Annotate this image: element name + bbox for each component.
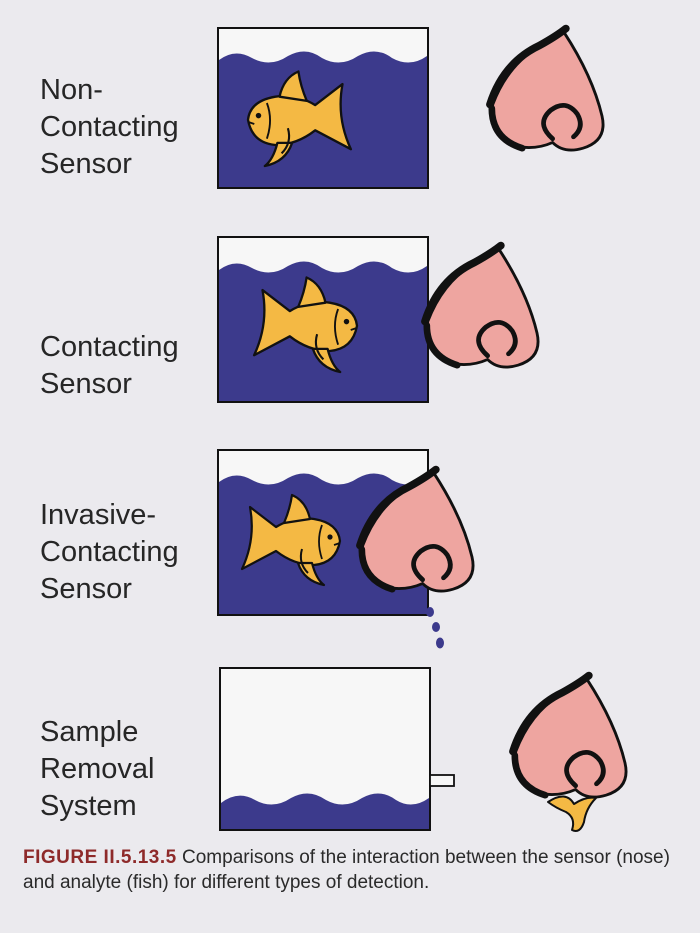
panel-non-contacting bbox=[217, 28, 603, 189]
figure-caption: FIGURE II.5.13.5 Comparisons of the inte… bbox=[23, 845, 688, 895]
figure-id: FIGURE II.5.13.5 bbox=[23, 847, 177, 868]
water-drop-2 bbox=[432, 622, 440, 632]
panel-invasive-contacting bbox=[217, 449, 473, 649]
panel-contacting bbox=[217, 236, 538, 403]
sample-outlet bbox=[429, 774, 455, 787]
label-sample-removal-system: Sample Removal System bbox=[40, 716, 155, 822]
panel-sample-removal bbox=[219, 667, 626, 832]
caption-text: Comparisons of the interaction between t… bbox=[23, 847, 670, 893]
water-4 bbox=[221, 793, 429, 829]
water-drop-3 bbox=[436, 637, 444, 649]
label-non-contacting-sensor: Non- Contacting Sensor bbox=[40, 74, 179, 180]
label-contacting-sensor: Contacting Sensor bbox=[40, 331, 179, 400]
water-drop-1 bbox=[426, 607, 434, 617]
fish-tail-in-nose bbox=[547, 795, 597, 832]
nose-2 bbox=[425, 246, 538, 368]
label-invasive-contacting-sensor: Invasive- Contacting Sensor bbox=[40, 499, 179, 605]
nose-4 bbox=[513, 676, 626, 798]
nose-1 bbox=[490, 28, 603, 150]
